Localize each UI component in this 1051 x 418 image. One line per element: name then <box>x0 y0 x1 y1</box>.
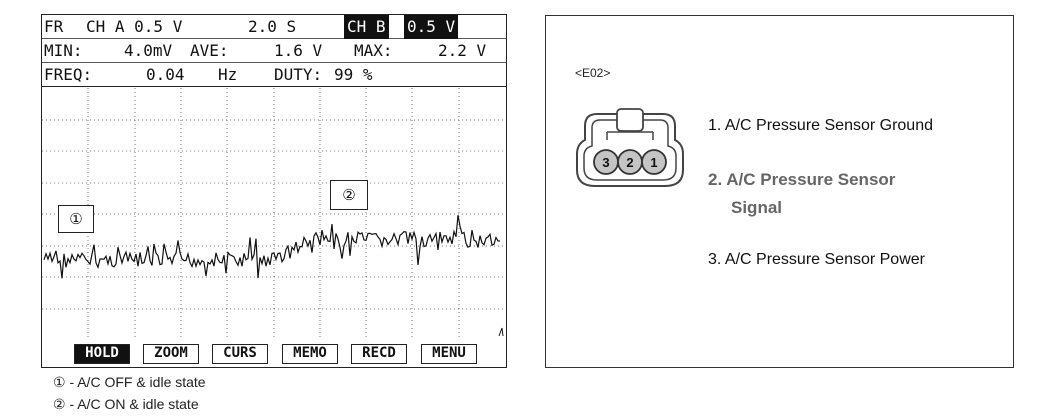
hold-button[interactable]: HOLD <box>74 344 130 364</box>
scope-stats-row: MIN: 4.0mV AVE: 1.6 V MAX: 2.2 V <box>42 39 506 63</box>
connector-id: <E02> <box>575 66 611 80</box>
ave-label: AVE: <box>190 41 229 60</box>
connector-icon: 3 2 1 <box>576 108 684 187</box>
pin-1-label: 1 <box>650 155 657 170</box>
scope-freq-row: FREQ: 0.04 Hz DUTY: 99 % <box>42 63 506 87</box>
pin-3-label: 3 <box>602 155 609 170</box>
scope-menu-bar: HOLD ZOOM CURS MEMO RECD MENU <box>42 341 506 367</box>
marker-2: ② <box>330 180 368 210</box>
ave-value: 1.6 V <box>274 41 323 60</box>
connector-panel: <E02> 3 2 1 1. A/C Pressure Sensor Groun… <box>545 15 1014 368</box>
fr-label: FR <box>44 17 64 36</box>
channel-a-setting: CH A 0.5 V <box>86 17 183 36</box>
freq-unit: Hz <box>218 65 238 84</box>
time-base: 2.0 S <box>248 17 297 36</box>
min-label: MIN: <box>44 41 83 60</box>
pin-2-label: 2 <box>626 155 633 170</box>
duty-label: DUTY: <box>274 65 323 84</box>
max-value: 2.2 V <box>438 41 487 60</box>
marker-1: ① <box>58 205 94 233</box>
scope-header-row: FR CH A 0.5 V 2.0 S CH B 0.5 V <box>42 15 506 39</box>
grid-lines <box>42 88 505 340</box>
pin-1-description: 1. A/C Pressure Sensor Ground <box>708 117 933 134</box>
channel-b-label: CH B <box>344 15 389 39</box>
menu-button[interactable]: MENU <box>421 344 477 364</box>
pin-2-description-cont: Signal <box>731 198 783 217</box>
freq-value: 0.04 <box>146 65 185 84</box>
waveform-grid <box>42 88 505 340</box>
min-value: 4.0mV <box>124 41 173 60</box>
trace-end-marker <box>498 327 504 337</box>
freq-label: FREQ: <box>44 65 93 84</box>
legend-item-2: ② - A/C ON & idle state <box>53 396 199 412</box>
legend-item-1: ① - A/C OFF & idle state <box>53 374 206 390</box>
curs-button[interactable]: CURS <box>212 344 268 364</box>
waveform-trace <box>43 215 501 279</box>
zoom-button[interactable]: ZOOM <box>143 344 199 364</box>
memo-button[interactable]: MEMO <box>282 344 338 364</box>
duty-value: 99 % <box>334 65 373 84</box>
oscilloscope-screen: FR CH A 0.5 V 2.0 S CH B 0.5 V MIN: 4.0m… <box>41 14 507 368</box>
channel-b-value: 0.5 V <box>404 15 459 39</box>
pin-3-description: 3. A/C Pressure Sensor Power <box>708 251 925 268</box>
max-label: MAX: <box>354 41 393 60</box>
recd-button[interactable]: RECD <box>351 344 407 364</box>
pin-2-description: 2. A/C Pressure Sensor <box>708 170 896 189</box>
